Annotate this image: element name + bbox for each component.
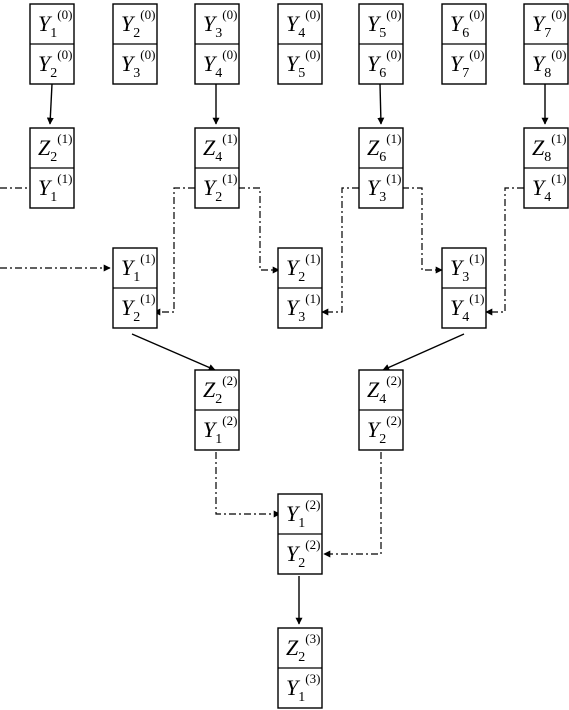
arrow-r0c1-to-r1c1 <box>46 83 54 125</box>
cell-top-label: Z2(2) <box>203 373 237 407</box>
cell-top-label: Z2(1) <box>38 131 72 165</box>
cell-r1c5: Z6(1) Y3(1) <box>358 127 404 209</box>
cell-bottom-label: Y4(1) <box>450 291 484 325</box>
arrow-r2c6-to-r3c5 <box>382 333 465 371</box>
cell-top-label: Z4(1) <box>203 131 237 165</box>
cell-top-label: Z2(3) <box>286 631 320 665</box>
cell-r1c3: Z4(1) Y2(1) <box>194 127 240 209</box>
cell-top-label: Y6(0) <box>450 7 484 41</box>
cell-r4c4: Y1(2) Y2(2) <box>277 493 323 575</box>
arrow-r2c2-to-r3c3 <box>131 333 216 371</box>
cell-top-label: Y3(1) <box>450 251 484 285</box>
cell-r0c1: Y1(0) Y2(0) <box>29 3 75 85</box>
cell-r2c2: Y1(1) Y2(1) <box>112 247 158 329</box>
cell-top-label: Y3(0) <box>203 7 237 41</box>
dashdot-r3c5-to-r4c4 <box>323 452 382 558</box>
dashdot-r1c7-to-r2c6 <box>485 187 524 316</box>
cell-r5c4: Z2(3) Y1(3) <box>277 627 323 709</box>
cell-top-label: Z8(1) <box>532 131 566 165</box>
cell-bottom-label: Y7(0) <box>450 47 484 81</box>
cell-top-label: Z4(2) <box>367 373 401 407</box>
cell-r0c5: Y5(0) Y6(0) <box>358 3 404 85</box>
cell-bottom-label: Y2(1) <box>121 291 155 325</box>
cell-r1c1: Z2(1) Y1(1) <box>29 127 75 209</box>
cell-r3c5: Z4(2) Y2(2) <box>358 369 404 451</box>
cell-r2c4: Y2(1) Y3(1) <box>277 247 323 329</box>
cell-bottom-label: Y5(0) <box>286 47 320 81</box>
cell-r1c7: Z8(1) Y4(1) <box>523 127 569 209</box>
cell-bottom-label: Y6(0) <box>367 47 401 81</box>
cell-r3c3: Z2(2) Y1(2) <box>194 369 240 451</box>
cell-boxes: Y1(0) Y2(0) Y2(0) Y3(0) Y3(0) Y4(0) Y4(0) Y5(0)… <box>29 3 569 709</box>
cell-bottom-label: Y8(0) <box>532 47 566 81</box>
cell-top-label: Y1(2) <box>286 497 320 531</box>
cell-bottom-label: Y1(2) <box>203 413 237 447</box>
cell-top-label: Y2(0) <box>121 7 155 41</box>
dashdot-r1c3-to-r2c4 <box>238 187 280 274</box>
cell-bottom-label: Y2(1) <box>203 171 237 205</box>
cell-bottom-label: Y1(3) <box>286 671 320 705</box>
cell-bottom-label: Y3(1) <box>367 171 401 205</box>
dashdot-r1c5-to-r2c4 <box>321 187 359 316</box>
cell-bottom-label: Y3(1) <box>286 291 320 325</box>
arrow-r0c5-to-r1c5 <box>377 83 385 125</box>
cell-top-label: Y7(0) <box>532 7 566 41</box>
cell-bottom-label: Y2(2) <box>367 413 401 447</box>
cell-r2c6: Y3(1) Y4(1) <box>441 247 487 329</box>
cell-r0c6: Y6(0) Y7(0) <box>441 3 487 85</box>
cell-bottom-label: Y4(1) <box>532 171 566 205</box>
cell-top-label: Y1(0) <box>38 7 72 41</box>
cell-top-label: Y2(1) <box>286 251 320 285</box>
cell-bottom-label: Y3(0) <box>121 47 155 81</box>
cell-bottom-label: Y2(0) <box>38 47 72 81</box>
dashdot-r3c3-to-r4c4 <box>215 452 281 518</box>
cell-top-label: Y4(0) <box>286 7 320 41</box>
dashdot-r1c5-to-r2c6 <box>402 187 443 274</box>
cell-r0c2: Y2(0) Y3(0) <box>112 3 158 85</box>
cell-r0c4: Y4(0) Y5(0) <box>277 3 323 85</box>
cell-top-label: Y1(1) <box>121 251 155 285</box>
cell-top-label: Y5(0) <box>367 7 401 41</box>
cell-r0c3: Y3(0) Y4(0) <box>194 3 240 85</box>
cell-r0c7: Y7(0) Y8(0) <box>523 3 569 85</box>
cell-bottom-label: Y1(1) <box>38 171 72 205</box>
cell-bottom-label: Y4(0) <box>203 47 237 81</box>
dashdot-r1c3-to-r2c2 <box>153 187 195 316</box>
connectors <box>0 83 549 625</box>
cell-top-label: Z6(1) <box>367 131 401 165</box>
cell-bottom-label: Y2(2) <box>286 537 320 571</box>
